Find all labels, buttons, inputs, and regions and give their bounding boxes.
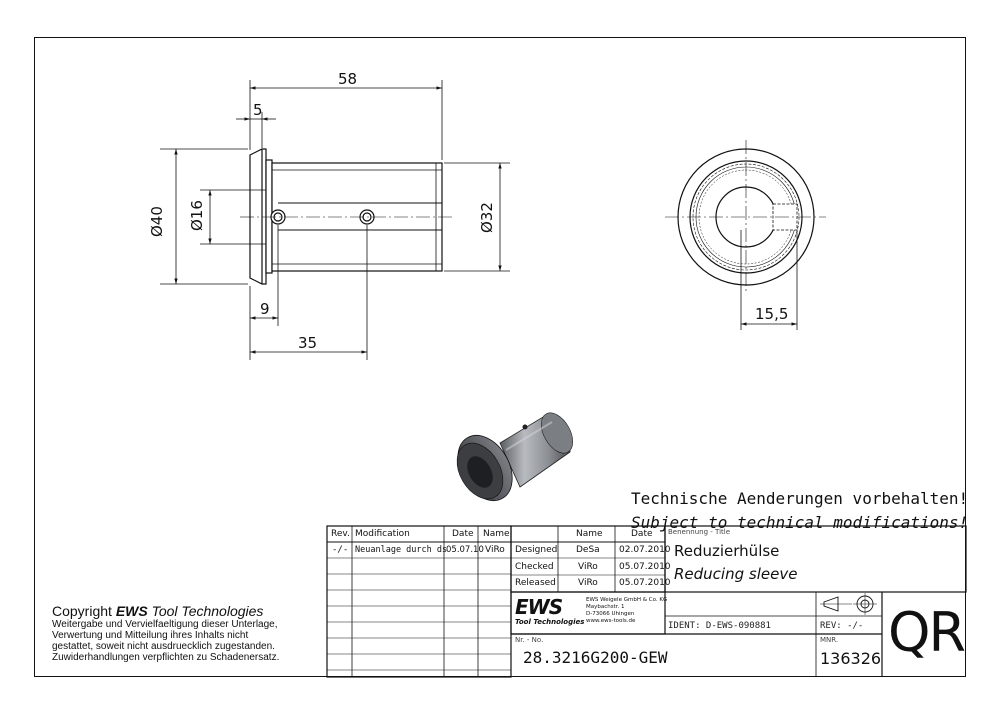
copyright-line: Weitergabe und Vervielfaeltigung dieser … (52, 619, 278, 630)
notice-german: Technische Aenderungen vorbehalten! (631, 489, 969, 508)
dim-second-hole: 35 (298, 334, 318, 352)
copyright-brand: EWS (115, 603, 148, 619)
title-block-frame (326, 525, 967, 678)
title-english: Reducing sleeve (674, 565, 798, 583)
copyright-block: Copyright EWS Tool Technologies Weiterga… (52, 603, 279, 663)
company-street: Maybachstr. 1 (586, 604, 625, 610)
approval-checked-date: 05.07.2010 (619, 562, 671, 572)
company-address: EWS Weigele GmbH & Co. KG Maybachstr. 1 … (586, 597, 667, 625)
rev-row-name: ViRo (485, 545, 505, 555)
approval-designed-date: 02.07.2010 (619, 545, 671, 555)
title-label: Benennung - Title (668, 528, 731, 536)
notice-english: Subject to technical modifications! (631, 513, 969, 532)
part-3d-render (456, 412, 574, 501)
dim-flange-width: 5 (253, 101, 263, 119)
rev-header-rev: Rev. (331, 529, 350, 539)
rev-header-date: Date (452, 529, 474, 539)
dim-end-view-width: 15,5 (755, 305, 789, 323)
side-view-dimensions (160, 80, 510, 360)
end-view (665, 140, 826, 294)
drawing-code: QR (888, 601, 966, 664)
dim-overall-length: 58 (338, 70, 358, 88)
rev-header-modification: Modification (355, 529, 410, 539)
company-logo: EWS (515, 595, 563, 619)
copyright-line: Verwertung und Mitteilung ihres Inhalts … (52, 630, 249, 641)
mnr-label: MNR. (820, 636, 839, 644)
copyright-line: Zuwiderhandlungen verpflichten zu Schade… (52, 652, 280, 663)
end-view-dimensions (740, 230, 798, 330)
approval-designed-role: Designed (515, 545, 558, 555)
rev-row-date: 05.07.10 (446, 545, 484, 555)
company-web: www.ews-tools.de (586, 618, 636, 624)
copyright-title: Copyright EWS Tool Technologies (52, 603, 279, 619)
dim-shank-diameter: Ø32 (478, 202, 496, 233)
approval-checked-role: Checked (515, 562, 554, 572)
dim-flange-diameter: Ø40 (148, 206, 166, 237)
revision-value: REV: -/- (820, 621, 864, 631)
approval-released-name: ViRo (578, 578, 598, 588)
copyright-prefix: Copyright (52, 603, 116, 619)
copyright-line: gestattet, soweit nicht ausdruecklich zu… (52, 641, 275, 652)
title-german: Reduzierhülse (674, 542, 780, 560)
approval-released-date: 05.07.2010 (619, 578, 671, 588)
approval-header-name: Name (576, 529, 603, 539)
rev-row-rev: -/- (332, 545, 349, 555)
company-name: EWS Weigele GmbH & Co. KG (586, 597, 668, 603)
approval-checked-name: ViRo (578, 562, 598, 572)
rev-header-name: Name (483, 529, 510, 539)
approval-released-role: Released (515, 578, 556, 588)
company-logo-subtitle: Tool Technologies (515, 618, 585, 626)
ident-number: IDENT: D-EWS-090881 (668, 621, 771, 631)
side-view (240, 148, 455, 285)
part-number-label: Nr. - No. (515, 636, 544, 644)
approval-designed-name: DeSa (576, 545, 600, 555)
dim-first-hole: 9 (260, 300, 270, 318)
company-city: D-73066 Uhingen (586, 611, 635, 617)
mnr-number: 136326 (820, 649, 882, 668)
dim-bore-diameter: Ø16 (188, 200, 206, 231)
copyright-suffix: Tool Technologies (147, 603, 264, 619)
approval-header-date: Date (631, 529, 653, 539)
part-number: 28.3216G200-GEW (523, 648, 668, 667)
rev-row-modification: Neuanlage durch ds (355, 545, 448, 555)
